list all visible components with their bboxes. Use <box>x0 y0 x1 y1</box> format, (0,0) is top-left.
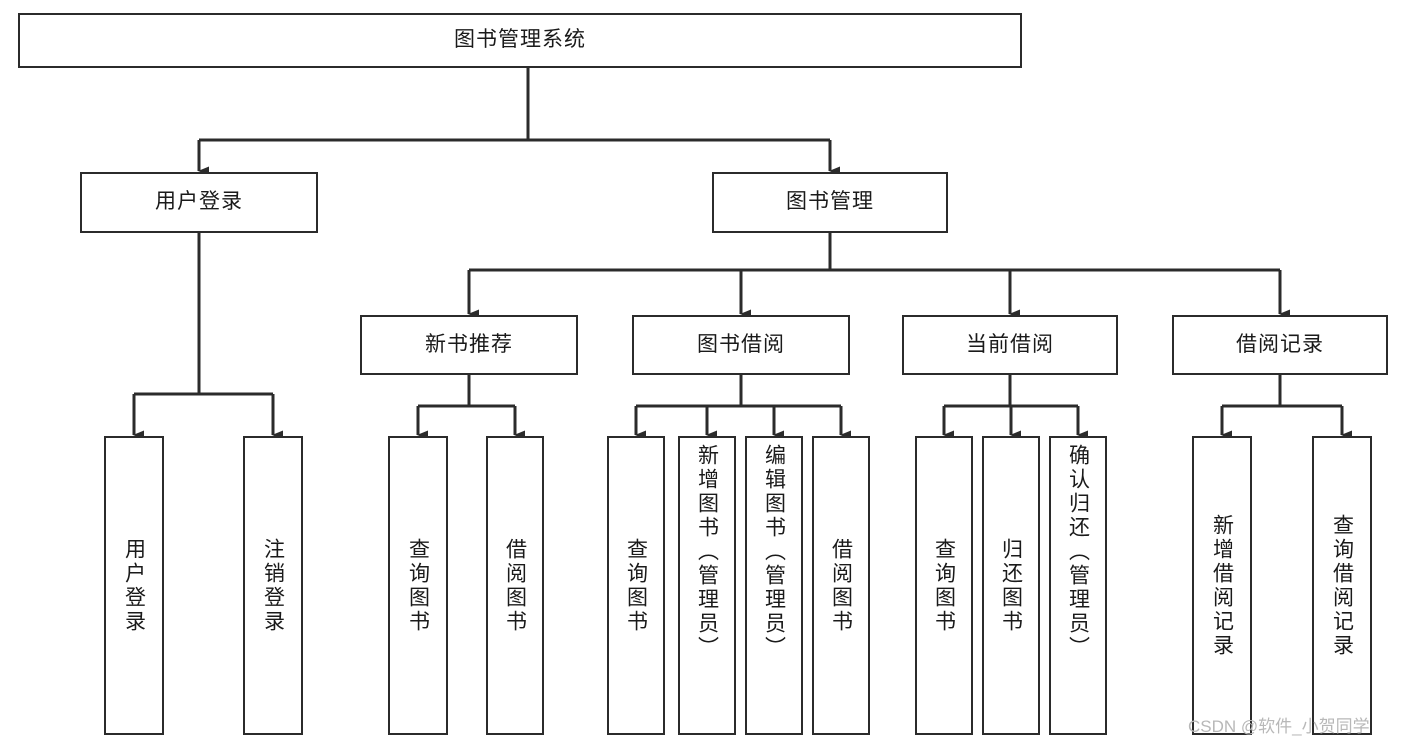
node-label-leaf-user-login: 用户登录 <box>122 537 146 634</box>
node-leaf-edit-book[interactable]: 编辑图书（管理员） <box>745 436 803 735</box>
node-label-leaf-borrow-book-recommend: 借阅图书 <box>503 537 527 634</box>
node-leaf-logout[interactable]: 注销登录 <box>243 436 303 735</box>
node-leaf-borrow-book-recommend[interactable]: 借阅图书 <box>486 436 544 735</box>
node-current-borrow[interactable]: 当前借阅 <box>902 315 1118 375</box>
node-label-book-manage: 图书管理 <box>786 190 874 214</box>
node-root[interactable]: 图书管理系统 <box>18 13 1022 68</box>
node-label-new-book-recommend: 新书推荐 <box>425 332 513 356</box>
node-leaf-confirm-return[interactable]: 确认归还（管理员） <box>1049 436 1107 735</box>
node-book-manage[interactable]: 图书管理 <box>712 172 948 233</box>
node-leaf-query-book-borrow[interactable]: 查询图书 <box>607 436 665 735</box>
node-new-book-recommend[interactable]: 新书推荐 <box>360 315 578 375</box>
node-label-leaf-edit-book: 编辑图书（管理员） <box>762 444 786 660</box>
node-user-login[interactable]: 用户登录 <box>80 172 318 233</box>
node-leaf-query-book-current[interactable]: 查询图书 <box>915 436 973 735</box>
node-borrow-record[interactable]: 借阅记录 <box>1172 315 1388 375</box>
node-leaf-add-borrow-record[interactable]: 新增借阅记录 <box>1192 436 1252 735</box>
node-label-leaf-borrow-book: 借阅图书 <box>829 537 853 634</box>
node-label-leaf-add-borrow-record: 新增借阅记录 <box>1210 513 1234 658</box>
node-leaf-return-book[interactable]: 归还图书 <box>982 436 1040 735</box>
node-leaf-user-login[interactable]: 用户登录 <box>104 436 164 735</box>
node-label-leaf-logout: 注销登录 <box>261 537 285 634</box>
node-label-leaf-query-borrow-record: 查询借阅记录 <box>1330 513 1354 658</box>
node-label-user-login: 用户登录 <box>155 190 243 214</box>
node-book-borrow[interactable]: 图书借阅 <box>632 315 850 375</box>
node-leaf-borrow-book[interactable]: 借阅图书 <box>812 436 870 735</box>
node-label-leaf-query-book-recommend: 查询图书 <box>406 537 430 634</box>
node-label-borrow-record: 借阅记录 <box>1236 332 1324 356</box>
node-label-book-borrow: 图书借阅 <box>697 332 785 356</box>
node-leaf-add-book[interactable]: 新增图书（管理员） <box>678 436 736 735</box>
node-label-root: 图书管理系统 <box>454 28 586 52</box>
node-label-leaf-add-book: 新增图书（管理员） <box>695 444 719 660</box>
node-leaf-query-borrow-record[interactable]: 查询借阅记录 <box>1312 436 1372 735</box>
node-label-leaf-return-book: 归还图书 <box>999 537 1023 634</box>
connector-group <box>132 68 1352 440</box>
node-label-leaf-query-book-borrow: 查询图书 <box>624 537 648 634</box>
node-label-leaf-query-book-current: 查询图书 <box>932 537 956 634</box>
node-label-current-borrow: 当前借阅 <box>966 332 1054 356</box>
node-label-leaf-confirm-return: 确认归还（管理员） <box>1066 444 1090 660</box>
node-leaf-query-book-recommend[interactable]: 查询图书 <box>388 436 448 735</box>
